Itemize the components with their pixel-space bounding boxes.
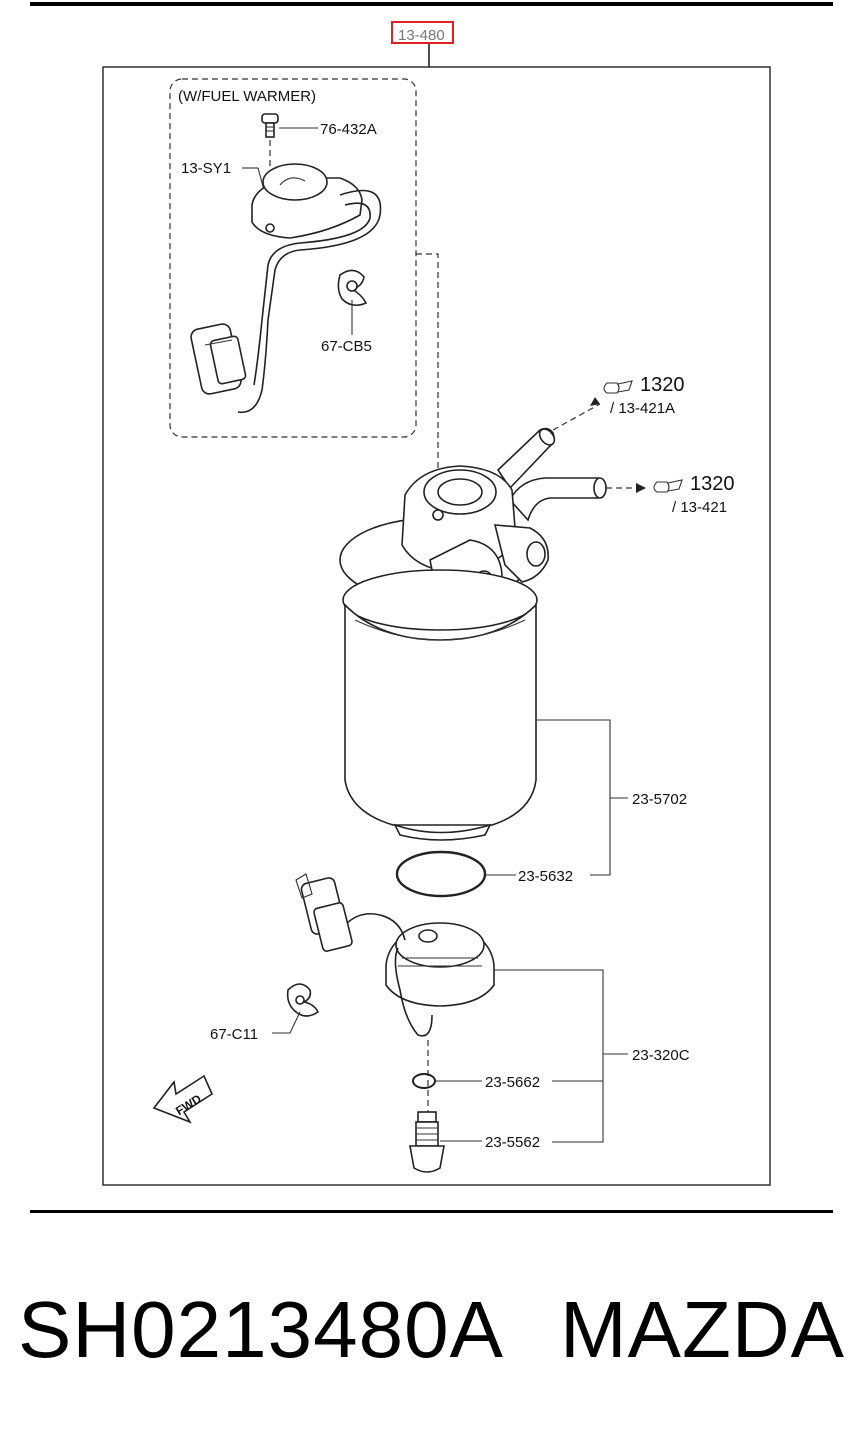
hose-clamp-b-icon (653, 479, 683, 493)
fuel-warmer-icon (237, 163, 382, 414)
callout-clip-bottom: 67-C11 (210, 1026, 258, 1043)
fuel-warmer-option-box (169, 78, 417, 438)
clip-bottom-icon (286, 983, 320, 1017)
bottom-rule (30, 1210, 833, 1213)
hose-b-icon (509, 477, 607, 522)
hose-a-icon (496, 427, 556, 490)
brand-name: MAZDA (560, 1285, 845, 1374)
callout-hose-a-sub: / 13-421A (610, 400, 675, 417)
callout-element: 23-5702 (632, 791, 687, 808)
callout-bolt: 76-432A (320, 121, 377, 138)
sensor-connector-icon (295, 873, 353, 952)
top-rule (30, 2, 833, 6)
assembly-ref-highlight[interactable] (391, 21, 454, 44)
parts-diagram: 13-480 (W/FUEL WARMER) 76-432A 13-SY1 67… (102, 21, 771, 1186)
callout-sensor-assy: 23-320C (632, 1047, 690, 1064)
bolt-icon (261, 113, 279, 138)
callout-oring-large: 23-5632 (518, 868, 573, 885)
filter-element-icon (342, 569, 538, 841)
callout-warmer: 13-SY1 (181, 160, 231, 177)
callout-drain-plug: 23-5562 (485, 1134, 540, 1151)
hose-clamp-icon (603, 380, 633, 394)
assembly-ref-label: 13-480 (398, 27, 445, 44)
callout-oring-small: 23-5662 (485, 1074, 540, 1091)
oring-large-icon (395, 850, 487, 898)
callout-hose-b-sub: / 13-421 (672, 499, 727, 516)
clip-top-icon (337, 269, 368, 307)
callout-hose-a-num: 1320 (640, 374, 685, 396)
drain-plug-icon (409, 1111, 445, 1173)
oring-small-icon (412, 1073, 436, 1089)
diagram-frame (102, 66, 771, 1186)
callout-clip-top: 67-CB5 (321, 338, 372, 355)
warmer-connector-icon (190, 323, 247, 395)
water-sensor-icon (334, 912, 495, 1037)
part-number: SH0213480A (18, 1285, 504, 1374)
fwd-arrow-icon: FWD (152, 1074, 214, 1124)
callout-hose-b-num: 1320 (690, 473, 735, 495)
option-box-label: (W/FUEL WARMER) (178, 88, 316, 105)
